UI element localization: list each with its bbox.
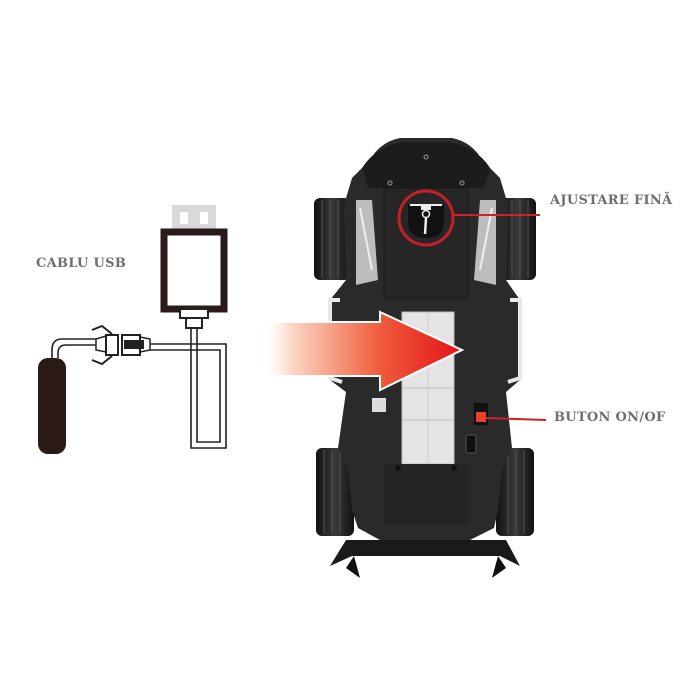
fine-adjust-dial [408,204,444,238]
usb-connector-tip [172,205,216,232]
cable-connector-male [91,324,119,366]
power-button-label: BUTON ON/OF [554,410,666,425]
battery-pack [38,358,66,454]
pointer-arrow [259,310,465,392]
front-left-tire [314,198,350,280]
usb-cable-illustration [38,205,228,454]
fine-adjust-label: AJUSTARE FINĂ [550,193,673,208]
rear-left-tire [316,448,354,536]
usb-cable-label: CABLU USB [36,256,127,271]
usb-plug-body [160,228,228,313]
power-switch [474,403,488,425]
callout-power-button [485,417,547,421]
cable-connector-female [121,334,151,356]
front-right-tire [500,198,536,280]
rear-wing [330,540,520,566]
callout-fine-adjust [397,189,540,247]
cable-wire [51,328,227,449]
